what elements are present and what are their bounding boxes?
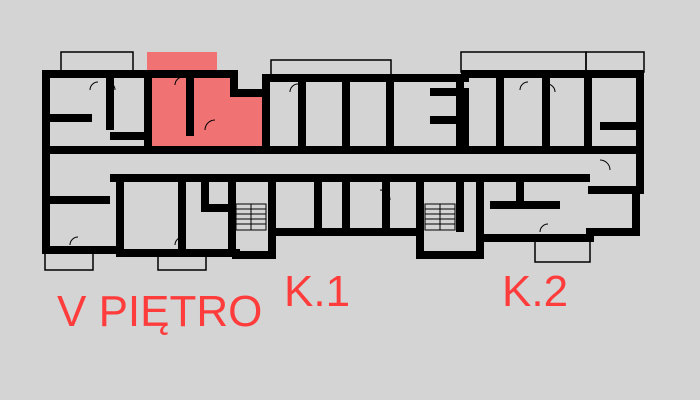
floor-label: V PIĘTRO: [57, 287, 263, 336]
walls: [42, 70, 644, 259]
door-swings: [69, 76, 611, 246]
section-label-k2: K.2: [502, 267, 569, 316]
staircases: [235, 203, 456, 231]
section-label-k1: K.1: [284, 267, 351, 316]
highlighted-apartment: [147, 52, 266, 148]
